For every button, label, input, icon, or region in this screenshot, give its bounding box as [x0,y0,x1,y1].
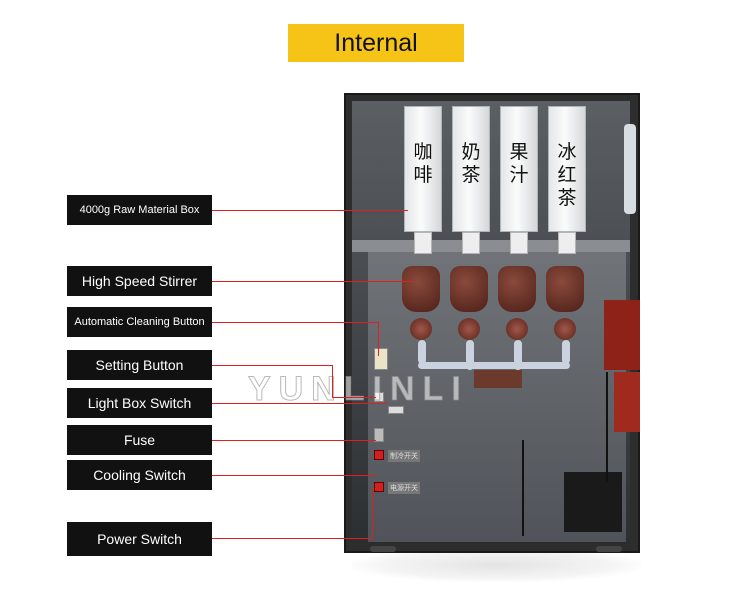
label-cooling-switch: Cooling Switch [67,460,212,490]
foot [596,546,622,552]
canister-milk-tea: 奶 茶 [452,106,490,232]
label-automatic-cleaning-button: Automatic Cleaning Button [67,307,212,337]
right-side-module [604,300,640,370]
power-supply-box [564,472,622,532]
page-title: Internal [334,28,418,57]
canister-juice: 果 汁 [500,106,538,232]
leader-line [212,210,408,211]
floor-shadow [352,548,642,582]
leader-line [212,281,412,282]
title-banner: Internal [288,24,464,62]
canister-shelf [352,240,630,252]
canister-spout [510,232,528,254]
leader-line [212,440,376,441]
switch-tag: 电源开关 [388,482,420,494]
foot [370,546,396,552]
stirrer-motor [506,318,528,340]
canister-label-char: 果 [509,141,529,163]
leader-line [212,322,378,323]
leader-line [212,475,376,476]
cable [606,372,608,482]
leader-line [372,488,373,538]
fuse-holder [374,428,384,442]
label-fuse: Fuse [67,425,212,455]
label-power-switch: Power Switch [67,522,212,556]
outlet-tube [514,340,522,370]
canister-spout [462,232,480,254]
canister-spout [558,232,576,254]
mixing-bowl [402,266,440,312]
switch-tag: 制冷开关 [388,450,420,462]
canister-label-char: 啡 [413,164,433,186]
leader-line [212,365,332,366]
outlet-manifold [418,362,570,369]
mixing-bowl [498,266,536,312]
outlet-tube [418,340,426,364]
leader-line [332,365,333,397]
leader-line [212,403,388,404]
outlet-tube [466,340,474,370]
stirrer-motor [458,318,480,340]
canister-coffee: 咖 啡 [404,106,442,232]
light-box-switch [388,406,404,414]
cooling-switch [374,450,384,460]
leader-line [212,538,372,539]
water-tank [624,124,636,214]
canister-label-char: 奶 [461,141,481,163]
label-raw-material-box: 4000g Raw Material Box [67,195,212,225]
label-setting-button: Setting Button [67,350,212,380]
canister-label-char: 红 [557,164,577,186]
watermark: YUNLINLI [248,370,469,409]
cleaning-button [374,348,388,370]
power-switch [374,482,384,492]
stirrer-motor [554,318,576,340]
canister-label-char: 茶 [461,164,481,186]
right-side-bracket [614,372,640,432]
leader-line [332,397,376,398]
canister-label-char: 冰 [557,141,577,163]
label-light-box-switch: Light Box Switch [67,388,212,418]
cable [522,440,524,536]
outlet-tube [562,340,570,364]
label-high-speed-stirrer: High Speed Stirrer [67,266,212,296]
canister-iced-tea: 冰 红 茶 [548,106,586,232]
mixing-bowl [546,266,584,312]
stirrer-motor [410,318,432,340]
canister-spout [414,232,432,254]
canister-label-char: 汁 [509,164,529,186]
canister-label-char: 咖 [413,141,433,163]
leader-line [378,322,379,356]
mixing-bowl [450,266,488,312]
dispense-nozzle [474,370,522,388]
canister-label-char: 茶 [557,187,577,209]
